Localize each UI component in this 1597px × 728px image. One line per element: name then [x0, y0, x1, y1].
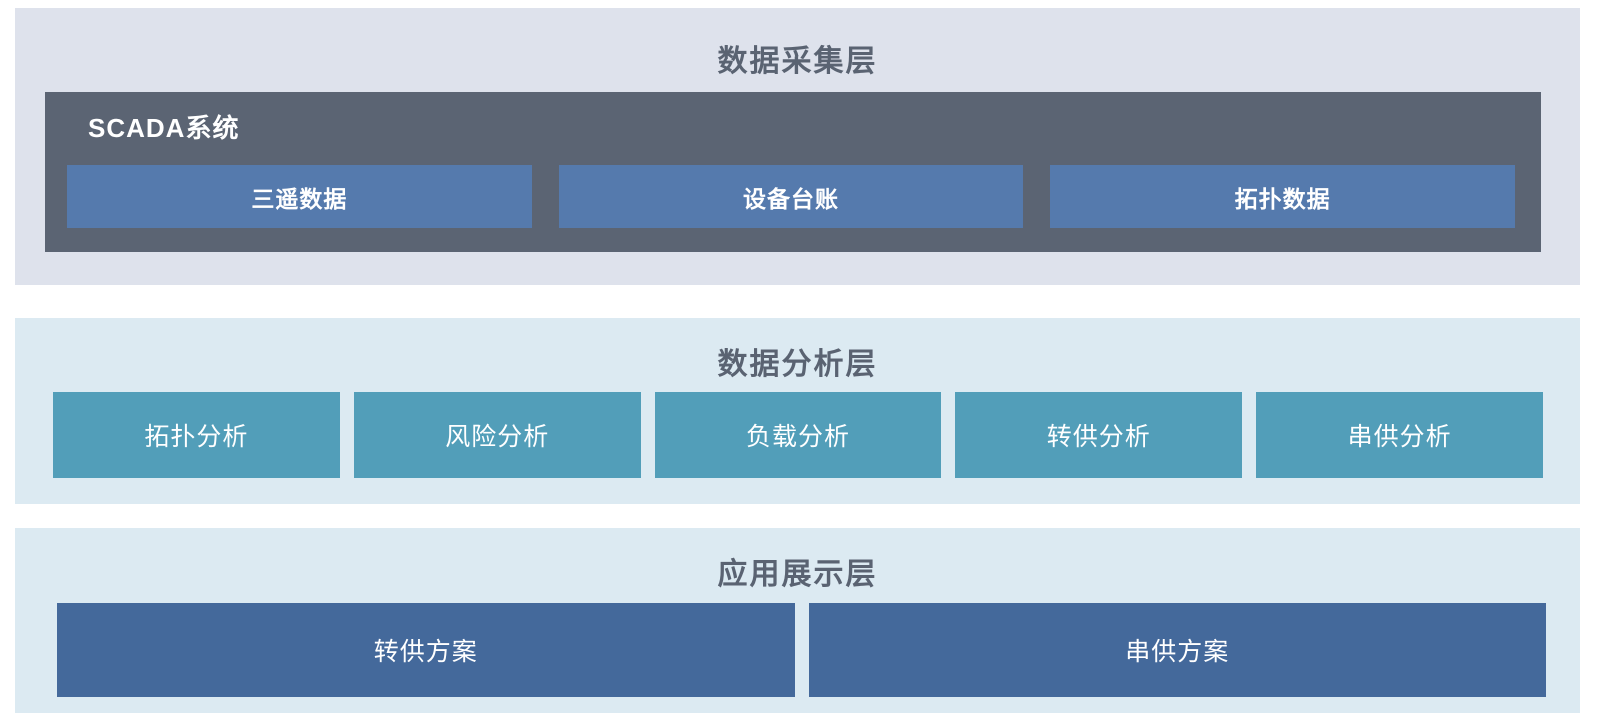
- scada-item-topology-data: 拓扑数据: [1050, 165, 1516, 228]
- analysis-item-transfer-supply: 转供分析: [955, 392, 1243, 478]
- scada-items-row: 三遥数据 设备台账 拓扑数据: [67, 165, 1516, 228]
- scada-system-label: SCADA系统: [88, 113, 240, 143]
- display-items-row: 转供方案 串供方案: [57, 603, 1546, 697]
- data-analysis-layer: 数据分析层 拓扑分析 风险分析 负载分析 转供分析 串供分析: [15, 318, 1580, 504]
- scada-item-remote-data: 三遥数据: [67, 165, 532, 228]
- display-item-series-supply-plan: 串供方案: [808, 603, 1546, 697]
- analysis-items-row: 拓扑分析 风险分析 负载分析 转供分析 串供分析: [53, 392, 1543, 478]
- display-item-transfer-supply-plan: 转供方案: [57, 603, 795, 697]
- scada-system-container: SCADA系统 三遥数据 设备台账 拓扑数据: [45, 92, 1541, 252]
- scada-item-equipment-ledger: 设备台账: [558, 165, 1024, 228]
- data-collection-layer: 数据采集层 SCADA系统 三遥数据 设备台账 拓扑数据: [15, 8, 1580, 285]
- analysis-item-series-supply: 串供分析: [1256, 392, 1543, 478]
- application-display-layer-title: 应用展示层: [717, 558, 878, 591]
- analysis-item-topology: 拓扑分析: [53, 392, 340, 478]
- application-display-layer: 应用展示层 转供方案 串供方案: [15, 528, 1580, 713]
- data-analysis-layer-title: 数据分析层: [717, 348, 878, 381]
- analysis-item-risk: 风险分析: [353, 392, 641, 478]
- analysis-item-load: 负载分析: [654, 392, 942, 478]
- data-collection-layer-title: 数据采集层: [717, 45, 878, 78]
